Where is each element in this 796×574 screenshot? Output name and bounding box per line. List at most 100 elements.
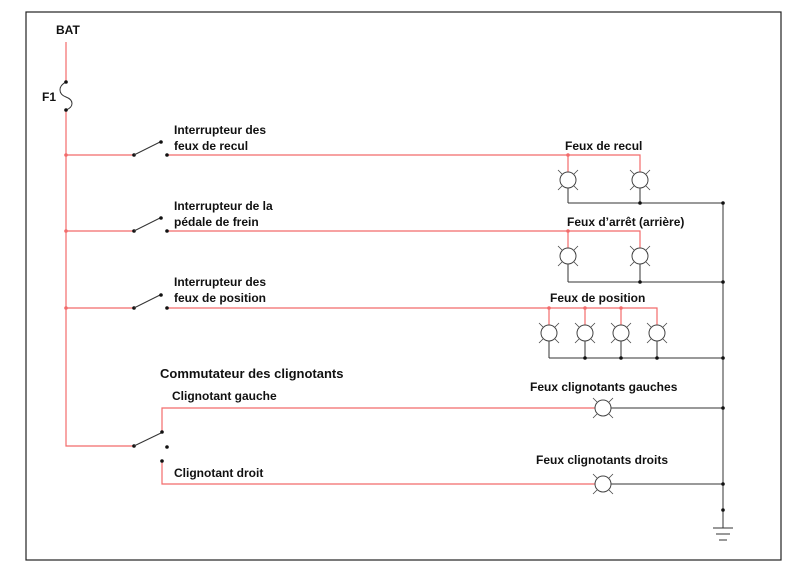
lamp-ray [645, 245, 651, 251]
left-indicator-label: Clignotant gauche [172, 389, 277, 403]
lamp-bulb [540, 324, 558, 342]
junction-dot [721, 482, 725, 486]
lamp-ray [557, 245, 563, 251]
junction-dot [638, 201, 642, 205]
stop-lamps-label: Feux d’arrêt (arrière) [567, 215, 684, 229]
junction-dot [619, 306, 623, 310]
lamp-bulb [631, 171, 649, 189]
switch-reverse-label-2: feux de recul [174, 139, 248, 153]
junction-dot [619, 356, 623, 360]
junction-dot [721, 280, 725, 284]
right-indicator-lamps-label: Feux clignotants droits [536, 453, 668, 467]
lamp-icon [629, 245, 651, 267]
junction-dot [64, 108, 68, 112]
junction-dot [165, 153, 169, 157]
lamp-icon [610, 322, 632, 344]
lamp-ray [574, 338, 580, 344]
junction-dot [638, 280, 642, 284]
switch-position-label-1: Interrupteur des [174, 275, 266, 289]
lamp-ray [646, 338, 652, 344]
lamp-ray [610, 338, 616, 344]
switch-lever [133, 217, 161, 232]
bat-label: BAT [56, 23, 80, 37]
lamp-ray [574, 322, 580, 328]
lamp-ray [629, 169, 635, 175]
lamp-icon [629, 169, 651, 191]
lamp-ray [538, 338, 544, 344]
lamp-ray [592, 473, 598, 479]
lamp-bulb [648, 324, 666, 342]
lamp-ray [590, 338, 596, 344]
components [59, 80, 733, 541]
lamp-bulb [594, 399, 612, 417]
lamp-ray [608, 489, 614, 495]
lamp-icon [592, 397, 614, 419]
junction-dot [583, 356, 587, 360]
lamp-icon [538, 322, 560, 344]
position-lamps-label: Feux de position [550, 291, 645, 305]
junction-dot [64, 153, 68, 157]
lamp-icon [557, 245, 579, 267]
lamp-ray [592, 489, 598, 495]
junction-dot [547, 306, 551, 310]
lamp-ray [646, 322, 652, 328]
junction-dot [566, 229, 570, 233]
lamp-ray [626, 322, 632, 328]
lamp-ray [590, 322, 596, 328]
right-indicator-wire [161, 461, 595, 485]
lamp-ray [592, 397, 598, 403]
junction-dot [64, 306, 68, 310]
junction-dot [583, 306, 587, 310]
lamp-bulb [612, 324, 630, 342]
junction-dot [721, 508, 725, 512]
ground-icon [713, 527, 733, 541]
lamp-bulb [559, 171, 577, 189]
lamp-ray [608, 413, 614, 419]
junction-dot [160, 430, 164, 434]
lamp-icon [592, 473, 614, 495]
diagram-frame [25, 11, 782, 561]
lamp-feed-wire [167, 307, 658, 325]
junction-dot [721, 356, 725, 360]
lamp-ray [629, 261, 635, 267]
supply-bus [65, 110, 134, 447]
right-indicator-label: Clignotant droit [174, 466, 263, 480]
switch-lever [133, 294, 161, 309]
switch-brake-label-2: pédale de frein [174, 215, 259, 229]
switch-brake-label-1: Interrupteur de la [174, 199, 273, 213]
junction-dot [721, 201, 725, 205]
junction-dot [655, 356, 659, 360]
lamp-ray [608, 397, 614, 403]
lamp-bulb [576, 324, 594, 342]
lamp-ray [662, 338, 668, 344]
junction-dot [160, 459, 164, 463]
left-indicator-wire [161, 407, 595, 432]
switch-reverse-label-1: Interrupteur des [174, 123, 266, 137]
lamp-ray [662, 322, 668, 328]
lamp-ray [629, 185, 635, 191]
lamp-ray [645, 185, 651, 191]
lamp-bulb [594, 475, 612, 493]
lamp-ray [557, 261, 563, 267]
switch-lever [133, 141, 161, 156]
junction-dot [159, 140, 163, 144]
switch-position-label-2: feux de position [174, 291, 266, 305]
lamp-ray [608, 473, 614, 479]
junction-dot [64, 80, 68, 84]
lamp-ray [645, 169, 651, 175]
lamp-icon [574, 322, 596, 344]
lamp-ray [573, 245, 579, 251]
junction-dot [721, 406, 725, 410]
junction-dot [566, 153, 570, 157]
junction-dot [165, 229, 169, 233]
left-indicator-lamps-label: Feux clignotants gauches [530, 380, 678, 394]
junction-dot [159, 216, 163, 220]
lamp-feed-wire [167, 230, 641, 248]
fuse-label: F1 [42, 90, 56, 104]
lamp-ray [557, 185, 563, 191]
lamp-ray [645, 261, 651, 267]
lamp-feed-wire [167, 154, 641, 172]
wires [65, 42, 724, 528]
indicator-switch-lever [133, 432, 162, 447]
